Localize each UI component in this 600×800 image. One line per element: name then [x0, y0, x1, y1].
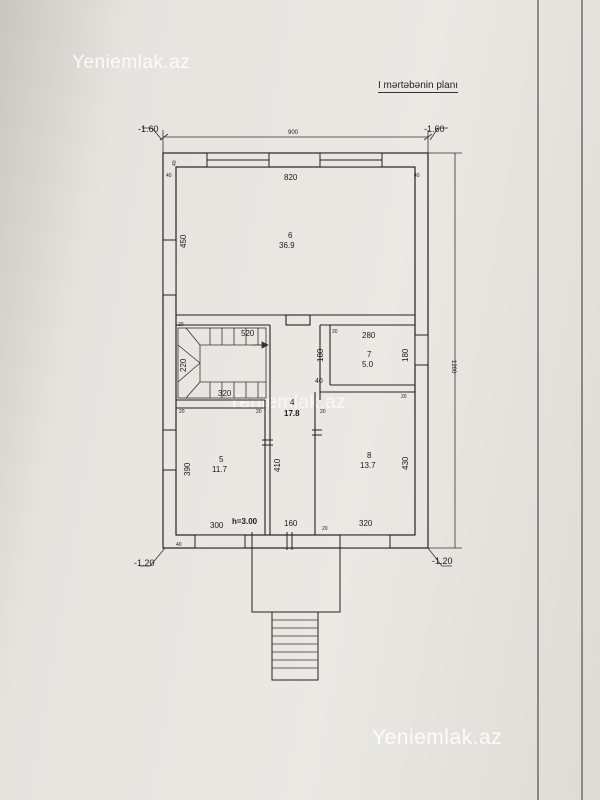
level-bottom-left: -1.20	[134, 558, 155, 568]
room7-area: 5.0	[362, 360, 374, 369]
wall-thickness-label: 40	[176, 542, 182, 548]
dim-room6-height: 450	[179, 234, 188, 248]
room4-area: 17.8	[284, 409, 300, 418]
wall-thickness-label: 20	[178, 322, 184, 328]
wall-thickness-label: 20	[332, 329, 338, 335]
dim-stair-bottom: 320	[218, 389, 232, 398]
wall-thickness-label: 20	[401, 394, 407, 400]
dim-room8-width: 320	[359, 519, 373, 528]
dim-overall-height: 1200	[450, 360, 456, 374]
dim-room7-height-right: 180	[401, 348, 410, 362]
dim-room6-width: 820	[284, 173, 298, 182]
level-top-left: -1.60	[138, 124, 159, 134]
watermark-top: Yeniemlak.az	[72, 52, 191, 73]
wall-thickness-label: 20	[320, 409, 326, 415]
outer-walls	[162, 152, 429, 549]
dim-room8-height: 430	[401, 456, 410, 470]
wall-thickness-label: 20	[322, 526, 328, 532]
watermark-bottom: Yeniemlak.az	[372, 726, 503, 749]
dimension-lines	[140, 127, 462, 567]
dim-room5-width: 300	[210, 521, 224, 530]
level-top-right: -1.60	[424, 124, 445, 134]
windows	[162, 152, 429, 549]
room8-number: 8	[367, 451, 372, 460]
dim-stair-height: 220	[179, 358, 188, 372]
staircase	[177, 327, 269, 399]
room8-area: 13.7	[360, 461, 376, 470]
level-bottom-right: -1.20	[432, 556, 453, 566]
wall-thickness-label: 40	[172, 160, 178, 166]
dim-room5-height: 390	[183, 462, 192, 476]
room4-number: 4	[290, 398, 295, 407]
room5-number: 5	[219, 455, 224, 464]
wall-thickness-label: 20	[256, 409, 262, 415]
room7-number: 7	[367, 350, 372, 359]
porch	[251, 547, 341, 681]
wall-thickness-label: 40	[315, 378, 323, 385]
wall-thickness-label: 40	[166, 173, 172, 179]
interior-walls	[176, 314, 415, 535]
room6-area: 36.9	[279, 241, 295, 250]
dim-overall-width: 900	[288, 130, 299, 136]
plan-title: I mərtəbənin planı	[378, 80, 459, 93]
wall-thickness-label: 40	[414, 173, 420, 179]
ceiling-height: h=3.00	[232, 517, 258, 526]
dim-door-width: 160	[284, 519, 298, 528]
dim-stair-width: 520	[241, 329, 255, 338]
wall-thickness-label: 20	[179, 409, 185, 415]
entrance-steps	[272, 619, 318, 669]
dim-room7-height-left: 180	[316, 348, 325, 362]
door-marks	[251, 429, 322, 550]
dim-room7-width: 280	[362, 331, 376, 340]
room6-number: 6	[288, 231, 293, 240]
room5-area: 11.7	[212, 465, 228, 474]
dim-corridor-height: 410	[273, 458, 282, 472]
